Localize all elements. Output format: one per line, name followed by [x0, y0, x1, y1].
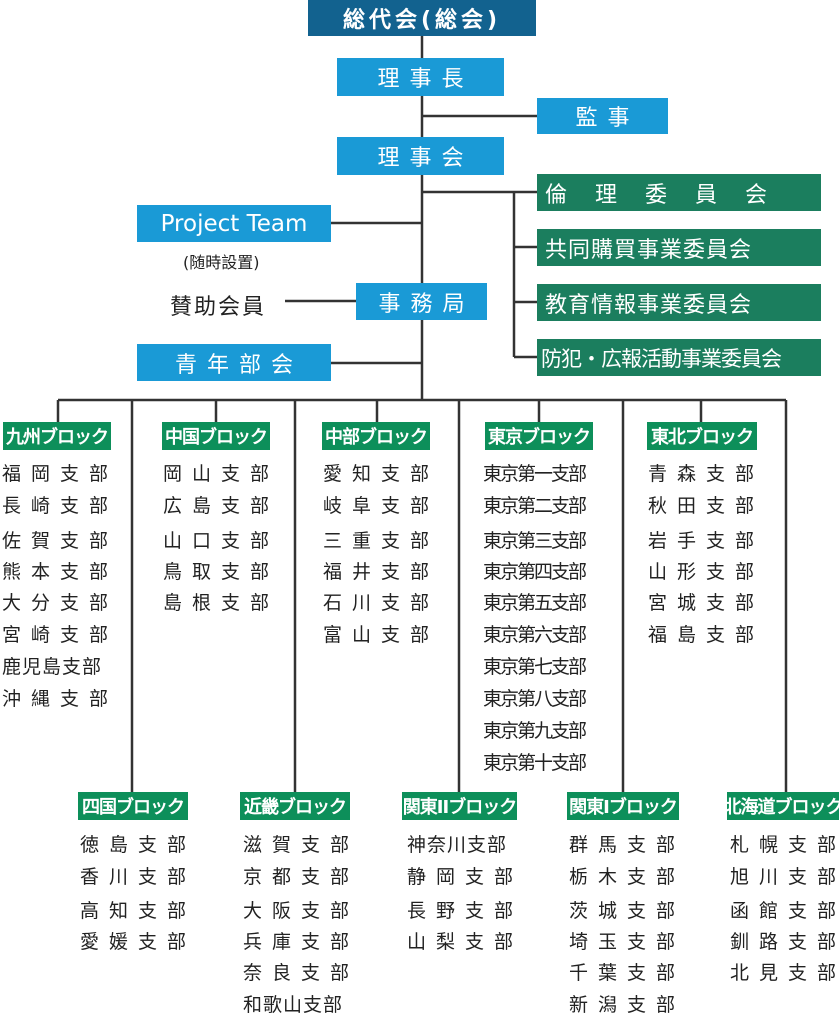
branch-item: 札幌支部	[730, 834, 840, 856]
branch-item: 石川支部	[323, 592, 440, 614]
branch-item: 東京第四支部	[483, 561, 587, 583]
branch-item: 広島支部	[163, 495, 280, 517]
block-kyushu-label: 九州ブロック	[3, 422, 111, 450]
branch-item: 東京第七支部	[483, 656, 587, 678]
branch-item: 宮崎支部	[2, 624, 119, 646]
branch-item: 福島支部	[648, 624, 765, 646]
branch-item: 茨城支部	[569, 900, 686, 922]
branch-item: 福井支部	[323, 561, 440, 583]
branch-item: 徳島支部	[80, 834, 197, 856]
branch-item: 奈良支部	[243, 962, 360, 984]
block-kanto2-label: 関東IIブロック	[402, 792, 517, 820]
branch-item: 滋賀支部	[243, 834, 360, 856]
secretariat-box: 事務局	[356, 283, 487, 320]
project-team-note: (随時設置)	[183, 253, 260, 272]
branch-item: 埼玉支部	[569, 931, 686, 953]
branch-item: 栃木支部	[569, 866, 686, 888]
branch-item: 山梨支部	[407, 931, 524, 953]
branch-item: 千葉支部	[569, 962, 686, 984]
branch-item: 鹿児島支部	[2, 656, 103, 678]
branch-item: 旭川支部	[730, 866, 840, 888]
branch-item: 岐阜支部	[323, 495, 440, 517]
committee-label: 教育情報事業委員会	[545, 292, 753, 318]
board-box: 理事会	[337, 137, 504, 175]
youth-label: 青年部会	[174, 352, 303, 378]
branch-item: 富山支部	[323, 624, 440, 646]
branch-item: 東京第九支部	[483, 720, 587, 742]
youth-box: 青年部会	[137, 344, 331, 381]
project-team-box: Project Team	[137, 205, 331, 242]
branch-item: 熊本支部	[2, 561, 119, 583]
branch-item: 北見支部	[730, 962, 840, 984]
branch-item: 大分支部	[2, 592, 119, 614]
chairman-box: 理事長	[337, 58, 504, 96]
branch-item: 長野支部	[407, 900, 524, 922]
supporting-members-label: 賛助会員	[170, 295, 267, 320]
block-kanto1-label: 関東Iブロック	[567, 792, 679, 820]
committee-label: 倫理委員会	[545, 182, 796, 208]
secretariat-label: 事務局	[378, 291, 475, 317]
branch-item: 東京第五支部	[483, 592, 587, 614]
branch-item: 釧路支部	[730, 931, 840, 953]
board-label: 理事会	[377, 146, 474, 171]
branch-item: 高知支部	[80, 900, 197, 922]
branch-item: 兵庫支部	[243, 931, 360, 953]
branch-item: 秋田支部	[648, 495, 765, 517]
branch-item: 愛媛支部	[80, 931, 197, 953]
branch-item: 宮城支部	[648, 592, 765, 614]
block-tokyo-label: 東京ブロック	[485, 422, 593, 450]
branch-item: 山口支部	[163, 530, 280, 552]
committee-ethics: 倫理委員会	[537, 174, 821, 211]
branch-item: 香川支部	[80, 866, 197, 888]
general-assembly-label: 総代会(総会)	[342, 8, 502, 33]
committee-education-info: 教育情報事業委員会	[537, 284, 821, 321]
committee-label: 防犯・広報活動事業委員会	[541, 346, 782, 371]
branch-item: 東京第六支部	[483, 624, 587, 646]
branch-item: 福岡支部	[2, 463, 119, 485]
branch-item: 大阪支部	[243, 900, 360, 922]
branch-item: 三重支部	[323, 530, 440, 552]
branch-item: 長崎支部	[2, 495, 119, 517]
branch-item: 東京第三支部	[483, 530, 587, 552]
branch-item: 岡山支部	[163, 463, 280, 485]
block-kinki-label: 近畿ブロック	[240, 792, 350, 820]
branch-item: 新潟支部	[569, 994, 686, 1016]
branch-item: 神奈川支部	[407, 834, 508, 856]
project-team-label: Project Team	[160, 210, 308, 237]
branch-item: 岩手支部	[648, 530, 765, 552]
branch-item: 鳥取支部	[163, 561, 280, 583]
block-tohoku-label: 東北ブロック	[647, 422, 757, 450]
committee-joint-purchase: 共同購買事業委員会	[537, 229, 821, 266]
branch-item: 愛知支部	[323, 463, 440, 485]
branch-item: 東京第二支部	[483, 495, 587, 517]
branch-item: 京都支部	[243, 866, 360, 888]
branch-item: 静岡支部	[407, 866, 524, 888]
general-assembly-box: 総代会(総会)	[308, 0, 536, 36]
branch-item: 群馬支部	[569, 834, 686, 856]
auditor-label: 監事	[575, 106, 640, 131]
branch-item: 佐賀支部	[2, 530, 119, 552]
branch-item: 東京第一支部	[483, 463, 587, 485]
block-hokkaido-label: 北海道ブロック	[724, 792, 840, 820]
branch-item: 山形支部	[648, 561, 765, 583]
branch-item: 沖縄支部	[2, 688, 119, 710]
branch-item: 東京第十支部	[483, 752, 587, 774]
branch-item: 和歌山支部	[243, 994, 344, 1016]
branch-item: 青森支部	[648, 463, 765, 485]
auditor-box: 監事	[537, 98, 668, 134]
committee-label: 共同購買事業委員会	[545, 237, 753, 263]
branch-item: 東京第八支部	[483, 688, 587, 710]
branch-item: 函館支部	[730, 900, 840, 922]
block-chubu-label: 中部ブロック	[322, 422, 430, 450]
committee-crime-prevention: 防犯・広報活動事業委員会	[537, 339, 821, 376]
branch-item: 島根支部	[163, 592, 280, 614]
block-shikoku-label: 四国ブロック	[78, 792, 188, 820]
chairman-label: 理事長	[377, 67, 474, 92]
block-chugoku-label: 中国ブロック	[162, 422, 270, 450]
